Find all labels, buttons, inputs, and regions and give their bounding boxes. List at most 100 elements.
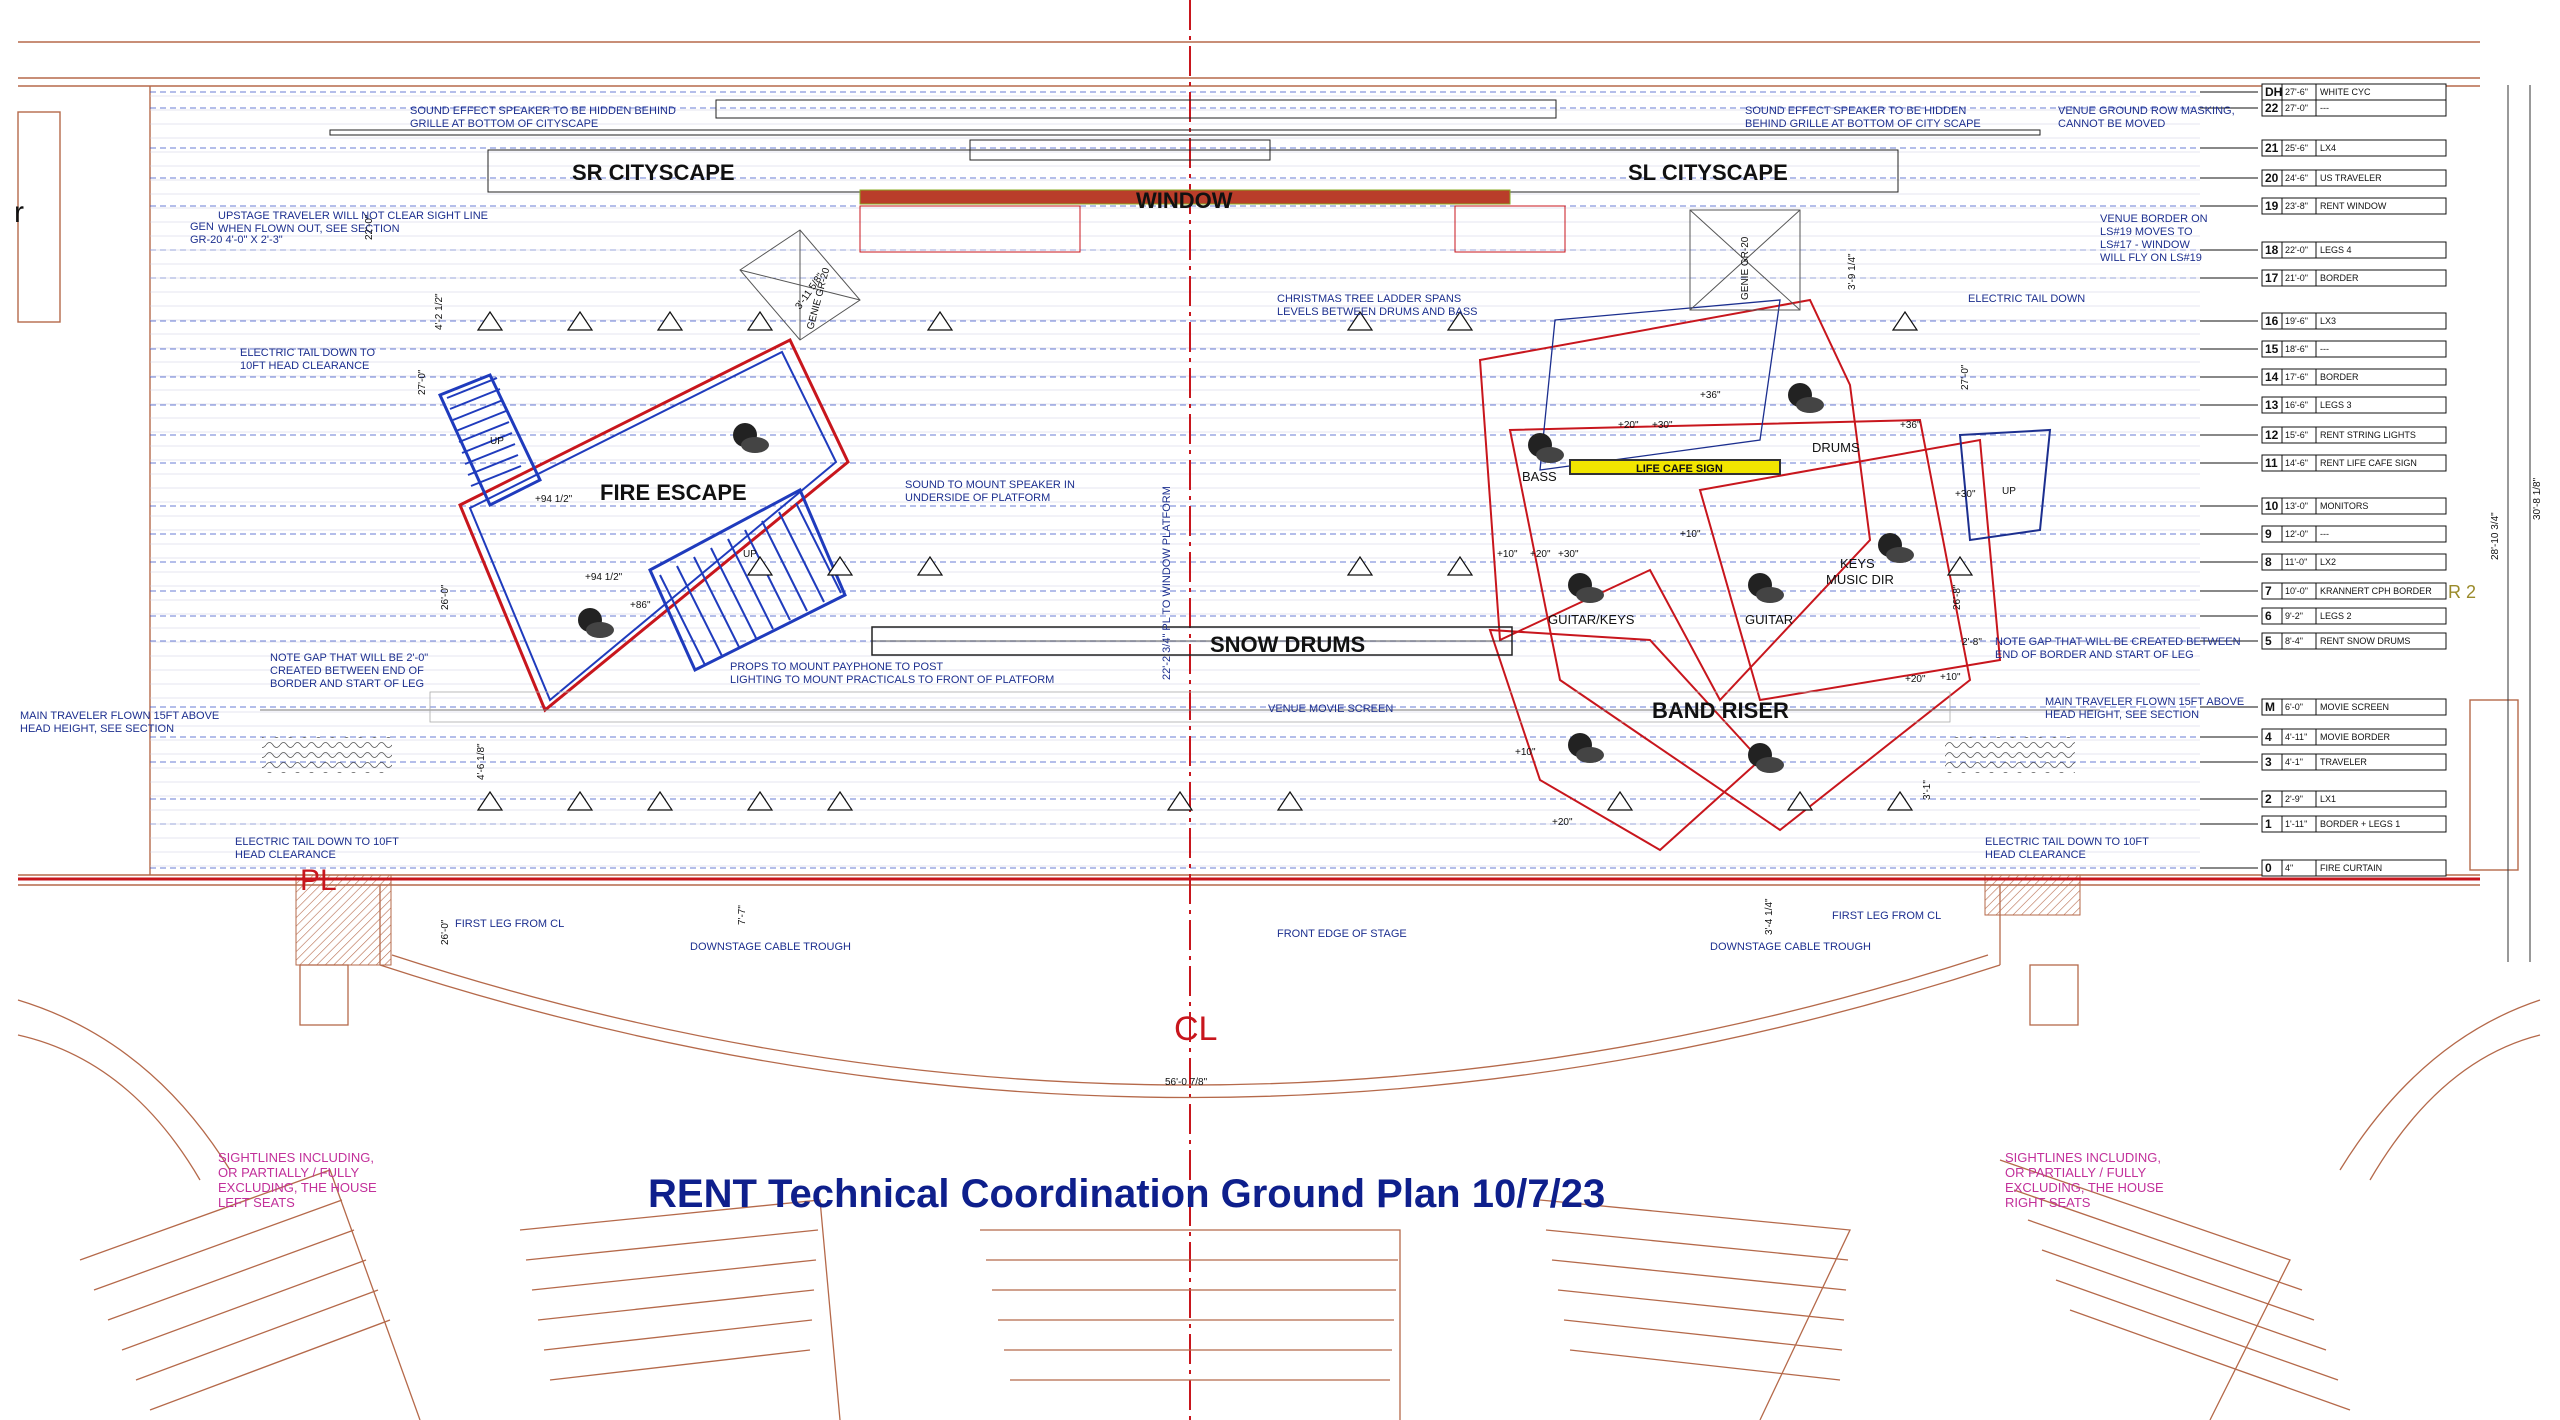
snow-drums-label: SNOW DRUMS [1210, 632, 1365, 657]
right-edge-mark: r [14, 196, 24, 229]
band-riser [1478, 298, 2052, 852]
lineset-name: US TRAVELER [2320, 173, 2382, 183]
lighting-fixture-icon [566, 310, 594, 331]
lineset-height: 15'-6" [2285, 430, 2308, 440]
bass-label: BASS [1522, 469, 1557, 484]
lineset-name: --- [2320, 529, 2329, 539]
note-note-gap-sr: NOTE GAP THAT WILL BE 2'-0" [270, 652, 428, 664]
lineset-name: RENT SNOW DRUMS [2320, 636, 2410, 646]
performer-figure [1748, 573, 1784, 603]
dimension-d3-1: 3'-1" [1922, 780, 1933, 800]
lineset-height: 17'-6" [2285, 372, 2308, 382]
apron-and-house [17, 885, 2541, 1420]
lineset-height: 6'-0" [2285, 702, 2303, 712]
lineset-number: 16 [2265, 314, 2279, 328]
lineset-name: LX3 [2320, 316, 2336, 326]
proscenium: PL r R 2 [14, 196, 2480, 966]
note-note-gap-sl: NOTE GAP THAT WILL BE CREATED BETWEEN [1995, 636, 2241, 648]
dimension-e20b: +20" [1530, 549, 1551, 560]
music-dir-label: MUSIC DIR [1826, 572, 1894, 587]
note-sound-platform: SOUND TO MOUNT SPEAKER IN [905, 479, 1075, 491]
lighting-fixture-icon [1606, 790, 1634, 811]
note-electric-tail-sr: ELECTRIC TAIL DOWN TO [240, 347, 376, 359]
note-sound-sl: BEHIND GRILLE AT BOTTOM OF CITY SCAPE [1745, 118, 1981, 130]
lineset-name: MOVIE SCREEN [2320, 702, 2389, 712]
lineset-name: RENT WINDOW [2320, 201, 2387, 211]
lighting-fixture-icon [1166, 790, 1194, 811]
dimension-d3-4: 3'-4 1/4" [1764, 898, 1775, 935]
note-first-leg-sl: FIRST LEG FROM CL [1832, 910, 1941, 922]
note-sightlines-left: LEFT SEATS [218, 1195, 295, 1210]
note-main-traveler-sr: HEAD HEIGHT, SEE SECTION [20, 723, 174, 735]
note-electric-tail-10ft-sl: ELECTRIC TAIL DOWN TO 10FT [1985, 836, 2149, 848]
note-pl-to-window: 22'-2 3/4" PL TO WINDOW PLATFORM [1161, 486, 1173, 680]
band-riser-label: BAND RISER [1652, 698, 1789, 723]
lineset-height: 10'-0" [2285, 586, 2308, 596]
dimension-d28: 28'-10 3/4" [2490, 512, 2501, 560]
lineset-height: 22'-0" [2285, 245, 2308, 255]
lighting-fixture-icon [646, 790, 674, 811]
lineset-number: 22 [2265, 101, 2279, 115]
note-sightlines-right: SIGHTLINES INCLUDING, [2005, 1150, 2161, 1165]
dimension-e30a: +30" [1652, 420, 1673, 431]
lineset-name: LX1 [2320, 794, 2336, 804]
note-front-edge: FRONT EDGE OF STAGE [1277, 928, 1407, 940]
lineset-number: 10 [2265, 499, 2279, 513]
dimension-d30: 30'-8 1/8" [2532, 477, 2543, 520]
lineset-number: 7 [2265, 584, 2272, 598]
dimension-d27: 27'-0" [417, 369, 428, 395]
note-sound-sr: SOUND EFFECT SPEAKER TO BE HIDDEN BEHIND [410, 105, 676, 117]
note-venue-border: LS#17 - WINDOW [2100, 239, 2190, 251]
lineset-number: 11 [2265, 456, 2278, 470]
upstage-platforms [329, 99, 2041, 253]
note-venue-border: VENUE BORDER ON [2100, 213, 2208, 225]
note-electric-tail-10ft-sr: HEAD CLEARANCE [235, 849, 336, 861]
lineset-name: LX4 [2320, 143, 2336, 153]
lineset-name: WHITE CYC [2320, 87, 2371, 97]
dimension-d27b: 27'-0" [1960, 364, 1971, 390]
lineset-number: 21 [2265, 141, 2279, 155]
lighting-fixture-icon [1786, 790, 1814, 811]
dimension-e86: +86" [630, 600, 651, 611]
note-venue-movie-screen: VENUE MOVIE SCREEN [1268, 703, 1393, 715]
note-christmas-tree: CHRISTMAS TREE LADDER SPANS [1277, 293, 1461, 305]
lighting-fixture-icon [746, 310, 774, 331]
pl-marker: PL [300, 864, 337, 897]
note-venue-border: LS#19 MOVES TO [2100, 226, 2193, 238]
lineset-height: 21'-0" [2285, 273, 2308, 283]
lineset-name: TRAVELER [2320, 757, 2367, 767]
dimension-e30c: +30" [1558, 549, 1579, 560]
lighting-fixture-icon [1886, 790, 1914, 811]
lighting-fixture-icon [1346, 310, 1374, 331]
lineset-lines [150, 91, 2258, 869]
performer-figure [1878, 533, 1914, 563]
note-electric-tail-10ft-sr: ELECTRIC TAIL DOWN TO 10FT [235, 836, 399, 848]
note-electric-tail-sr: 10FT HEAD CLEARANCE [240, 360, 369, 372]
lighting-fixture-icon [826, 555, 854, 576]
performer-figure [733, 423, 769, 453]
lighting-fixture-icon [1446, 555, 1474, 576]
window-label: WINDOW [1136, 188, 1233, 213]
lineset-height: 19'-6" [2285, 316, 2308, 326]
lineset-height: 25'-6" [2285, 143, 2308, 153]
lineset-number: 9 [2265, 527, 2272, 541]
dimension-e10c: +10" [1940, 672, 1961, 683]
note-downstage-trough-sr: DOWNSTAGE CABLE TROUGH [690, 941, 851, 953]
dimension-e30b: +30" [1955, 489, 1976, 500]
note-genie-left: GEN [190, 221, 214, 233]
lighting-fixture-icon [1276, 790, 1304, 811]
lineset-name: RENT STRING LIGHTS [2320, 430, 2416, 440]
dimension-e20d: +20" [1552, 817, 1573, 828]
